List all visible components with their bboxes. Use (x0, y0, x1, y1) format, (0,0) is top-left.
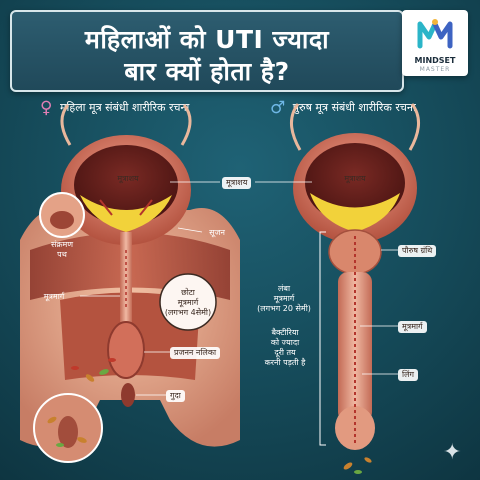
title-line-1: महिलाओं को UTI ज्यादा (84, 25, 330, 54)
male-heading: ♂ पुरुष मूत्र संबंधी शारीरिक रचना (270, 98, 416, 118)
female-horn-right (180, 104, 192, 146)
male-label-prostate: पौरुष ग्रंथि (398, 245, 437, 257)
male-bacteria (343, 457, 372, 474)
female-label-swelling: सूजन (209, 228, 225, 237)
male-bladder-inner (305, 143, 405, 223)
female-label-urethra: मूत्रमार्ग (43, 292, 65, 301)
female-heading-text: महिला मूत्र संबंधी शारीरिक रचना (59, 101, 190, 114)
male-label-bladder: मूत्राशय (344, 174, 366, 183)
male-label-penis: लिंग (398, 369, 418, 381)
male-label-bladder-tag: मूत्राशय (222, 177, 252, 189)
logo: MINDSET MASTER (402, 10, 468, 76)
male-symbol-icon: ♂ (270, 98, 286, 118)
female-anus (121, 383, 135, 407)
female-label-sphincter: संक्रमण पथ (50, 240, 74, 259)
female-reproductive-canal (107, 321, 145, 379)
male-label-long-urethra: लंबा मूत्रमार्ग (लगभग 20 सेमी) (257, 284, 311, 313)
female-label-reproductive: प्रजनन नलिका (170, 347, 221, 359)
male-heading-text: पुरुष मूत्र संबंधी शारीरिक रचना (292, 101, 416, 114)
female-label-anus: गुदा (166, 390, 185, 402)
male-horn-left (290, 103, 302, 151)
female-bacteria (47, 358, 116, 447)
female-symbol-icon: ♀ (40, 98, 53, 118)
female-urethra-zoom (159, 273, 217, 331)
logo-tag: MASTER (419, 66, 451, 73)
female-label-bladder: मूत्राशय (117, 174, 139, 183)
title-line-2: बार क्यों होता है? (124, 57, 290, 86)
mindset-m-icon (417, 19, 453, 49)
title-banner: महिलाओं को UTI ज्यादा बार क्यों होता है? (10, 10, 404, 92)
male-length-bracket (319, 231, 326, 446)
male-horn-right (408, 103, 420, 151)
female-urine (80, 195, 172, 232)
sparkle-icon: ✦ (443, 440, 462, 465)
logo-name: MINDSET (414, 56, 456, 65)
male-urine (310, 193, 400, 232)
female-heading: ♀ महिला मूत्र संबंधी शारीरिक रचना (40, 98, 189, 118)
female-horn-left (60, 104, 72, 146)
male-label-urethra: मूत्रमार्ग (398, 321, 427, 333)
male-label-bacteria-note: बैक्टीरिया को ज्यादा दूरी तय करनी पड़ती … (264, 328, 306, 367)
female-bladder-inner (74, 145, 178, 225)
female-label-short-urethra: छोटा मूत्रमार्ग (लगभग 4सेमी) (164, 288, 212, 317)
